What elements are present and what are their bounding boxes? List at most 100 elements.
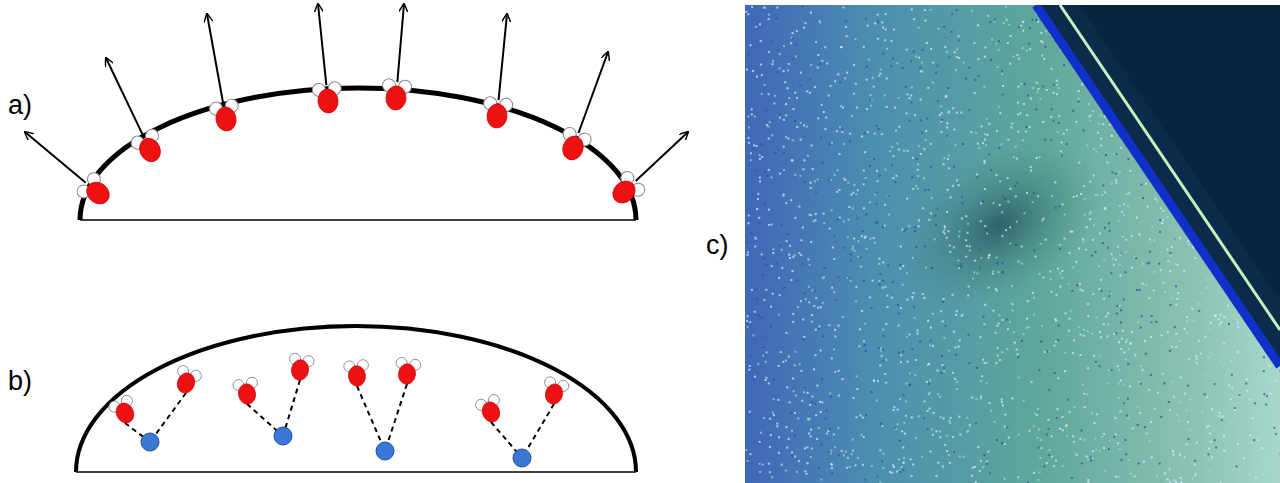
noise-dot bbox=[815, 414, 817, 416]
noise-dot bbox=[961, 202, 963, 204]
noise-dot bbox=[1104, 207, 1106, 209]
noise-dot bbox=[1146, 432, 1148, 434]
noise-dot bbox=[957, 260, 959, 262]
noise-dot bbox=[1269, 392, 1271, 394]
noise-dot bbox=[783, 70, 785, 72]
noise-dot bbox=[1042, 218, 1044, 220]
noise-dot bbox=[1036, 82, 1038, 84]
noise-dot bbox=[786, 240, 788, 242]
noise-dot bbox=[804, 135, 806, 137]
noise-dot bbox=[989, 21, 991, 23]
noise-dot bbox=[751, 108, 753, 110]
noise-dot bbox=[1016, 158, 1018, 160]
noise-dot bbox=[1145, 183, 1147, 185]
noise-dot bbox=[1001, 235, 1003, 237]
noise-dot bbox=[1136, 289, 1138, 291]
noise-dot bbox=[886, 48, 888, 50]
noise-dot bbox=[769, 121, 771, 123]
noise-dot bbox=[1058, 122, 1060, 124]
noise-dot bbox=[837, 73, 839, 75]
noise-dot bbox=[1119, 305, 1121, 307]
noise-dot bbox=[1013, 331, 1015, 333]
noise-dot bbox=[747, 115, 749, 117]
noise-dot bbox=[1006, 348, 1008, 350]
noise-dot bbox=[903, 461, 905, 463]
noise-dot bbox=[817, 307, 819, 309]
noise-dot bbox=[1231, 387, 1233, 389]
noise-dot bbox=[790, 199, 792, 201]
noise-dot bbox=[1033, 249, 1035, 251]
noise-dot bbox=[898, 458, 900, 460]
noise-dot bbox=[1097, 132, 1099, 134]
noise-dot bbox=[909, 97, 911, 99]
noise-dot bbox=[884, 373, 886, 375]
noise-dot bbox=[1073, 339, 1075, 341]
noise-dot bbox=[999, 112, 1001, 114]
noise-dot bbox=[783, 287, 785, 289]
noise-dot bbox=[954, 144, 956, 146]
noise-dot bbox=[757, 198, 759, 200]
noise-dot bbox=[1200, 292, 1202, 294]
noise-dot bbox=[953, 129, 955, 131]
noise-dot bbox=[1117, 365, 1119, 367]
noise-dot bbox=[808, 433, 810, 435]
noise-dot bbox=[1204, 336, 1206, 338]
noise-dot bbox=[745, 242, 747, 244]
noise-dot bbox=[1091, 333, 1093, 335]
noise-dot bbox=[1041, 447, 1043, 449]
noise-dot bbox=[1120, 253, 1122, 255]
noise-dot bbox=[1001, 351, 1003, 353]
noise-dot bbox=[983, 323, 985, 325]
noise-dot bbox=[996, 439, 998, 441]
noise-dot bbox=[930, 327, 932, 329]
noise-dot bbox=[1125, 251, 1127, 253]
noise-dot bbox=[914, 114, 916, 116]
noise-dot bbox=[906, 361, 908, 363]
noise-dot bbox=[872, 280, 874, 282]
noise-dot bbox=[924, 20, 926, 22]
noise-dot bbox=[845, 451, 847, 453]
noise-dot bbox=[986, 118, 988, 120]
noise-dot bbox=[1119, 410, 1121, 412]
noise-dot bbox=[928, 383, 930, 385]
noise-dot bbox=[1128, 459, 1130, 461]
noise-dot bbox=[1253, 362, 1255, 364]
noise-dot bbox=[833, 348, 835, 350]
noise-dot bbox=[916, 158, 918, 160]
noise-dot bbox=[1111, 369, 1113, 371]
noise-dot bbox=[903, 457, 905, 459]
noise-dot bbox=[941, 355, 943, 357]
noise-dot bbox=[977, 446, 979, 448]
noise-dot bbox=[975, 422, 977, 424]
noise-dot bbox=[747, 326, 749, 328]
noise-dot bbox=[1083, 393, 1085, 395]
noise-dot bbox=[965, 78, 967, 80]
noise-dot bbox=[1221, 419, 1223, 421]
noise-dot bbox=[842, 247, 844, 249]
noise-dot bbox=[1084, 406, 1086, 408]
noise-dot bbox=[789, 401, 791, 403]
noise-dot bbox=[1094, 422, 1096, 424]
noise-dot bbox=[1169, 409, 1171, 411]
noise-dot bbox=[746, 68, 748, 70]
noise-dot bbox=[1045, 31, 1047, 33]
noise-dot bbox=[1068, 283, 1070, 285]
noise-dot bbox=[1026, 50, 1028, 52]
noise-dot bbox=[758, 314, 760, 316]
noise-dot bbox=[1163, 282, 1165, 284]
noise-dot bbox=[998, 106, 1000, 108]
noise-dot bbox=[1027, 482, 1029, 483]
noise-dot bbox=[1017, 102, 1019, 104]
noise-dot bbox=[1120, 309, 1122, 311]
noise-dot bbox=[984, 56, 986, 58]
noise-dot bbox=[1223, 435, 1225, 437]
noise-dot bbox=[766, 175, 768, 177]
noise-dot bbox=[785, 103, 787, 105]
noise-dot bbox=[1012, 56, 1014, 58]
noise-dot bbox=[952, 185, 954, 187]
noise-dot bbox=[1151, 456, 1153, 458]
noise-dot bbox=[809, 92, 811, 94]
noise-dot bbox=[935, 430, 937, 432]
noise-dot bbox=[880, 422, 882, 424]
noise-dot bbox=[1219, 412, 1221, 414]
